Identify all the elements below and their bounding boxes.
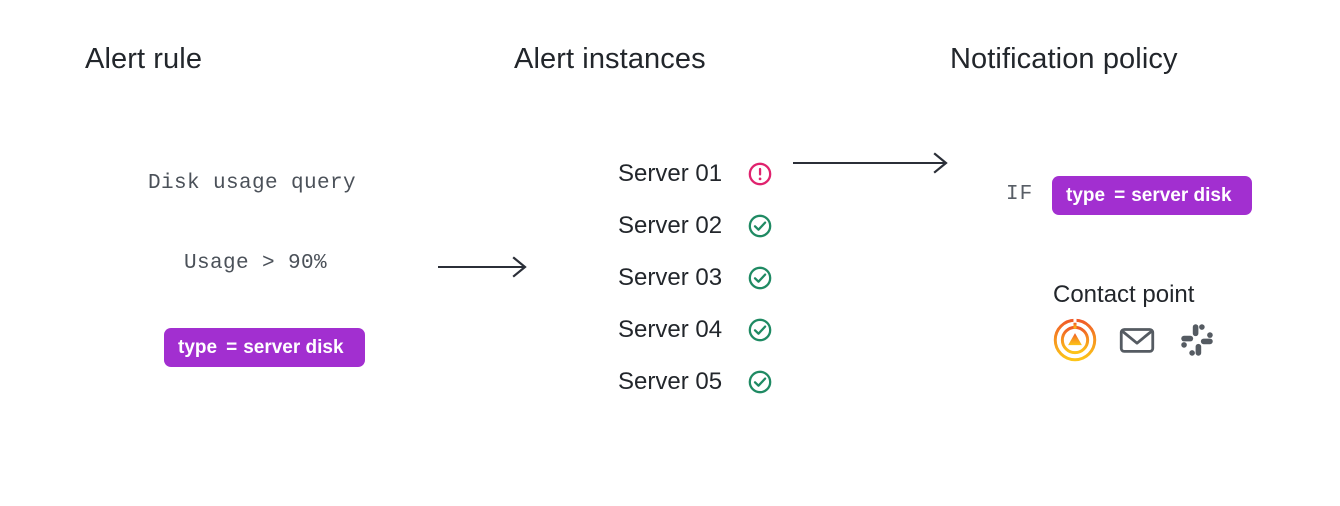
alert-rule-label-badge: type = server disk bbox=[164, 328, 365, 367]
notification-policy-match-badge: type = server disk bbox=[1052, 176, 1252, 215]
list-item: Server 05 bbox=[618, 356, 773, 408]
list-item: Server 03 bbox=[618, 252, 773, 304]
alert-instances-list: Server 01 Server 02 Server 03 Server 04 bbox=[618, 148, 773, 408]
instance-label: Server 04 bbox=[618, 316, 723, 343]
check-circle-icon bbox=[748, 214, 772, 238]
list-item: Server 04 bbox=[618, 304, 773, 356]
grafana-icon bbox=[1053, 318, 1097, 362]
exclamation-circle-icon bbox=[748, 162, 772, 186]
check-circle-icon bbox=[748, 370, 772, 394]
badge-value: server disk bbox=[1131, 185, 1232, 206]
arrow-instance-to-policy-icon bbox=[793, 152, 948, 174]
contact-point-heading: Contact point bbox=[1053, 281, 1195, 308]
column-heading-alert-rule: Alert rule bbox=[85, 43, 203, 75]
alert-rule-condition-text: Usage > 90% bbox=[184, 252, 328, 275]
instance-label: Server 03 bbox=[618, 264, 723, 291]
arrow-rule-to-instances-icon bbox=[438, 256, 527, 278]
badge-value: server disk bbox=[243, 337, 344, 358]
alert-rule-query-text: Disk usage query bbox=[148, 172, 357, 195]
instance-label: Server 02 bbox=[618, 212, 723, 239]
check-circle-icon bbox=[748, 266, 772, 290]
badge-key: type bbox=[1066, 185, 1106, 206]
email-icon bbox=[1119, 328, 1155, 353]
badge-operator: = bbox=[1114, 185, 1126, 206]
contact-point-icon-group bbox=[1052, 317, 1218, 363]
badge-key: type bbox=[178, 337, 218, 358]
column-heading-notification-policy: Notification policy bbox=[950, 43, 1178, 75]
list-item: Server 01 bbox=[618, 148, 773, 200]
instance-label: Server 05 bbox=[618, 368, 723, 395]
notification-policy-if-label: IF bbox=[1006, 183, 1034, 206]
slack-icon bbox=[1181, 324, 1213, 356]
check-circle-icon bbox=[748, 318, 772, 342]
instance-label: Server 01 bbox=[618, 160, 723, 187]
badge-operator: = bbox=[226, 337, 238, 358]
column-heading-alert-instances: Alert instances bbox=[514, 43, 706, 75]
list-item: Server 02 bbox=[618, 200, 773, 252]
